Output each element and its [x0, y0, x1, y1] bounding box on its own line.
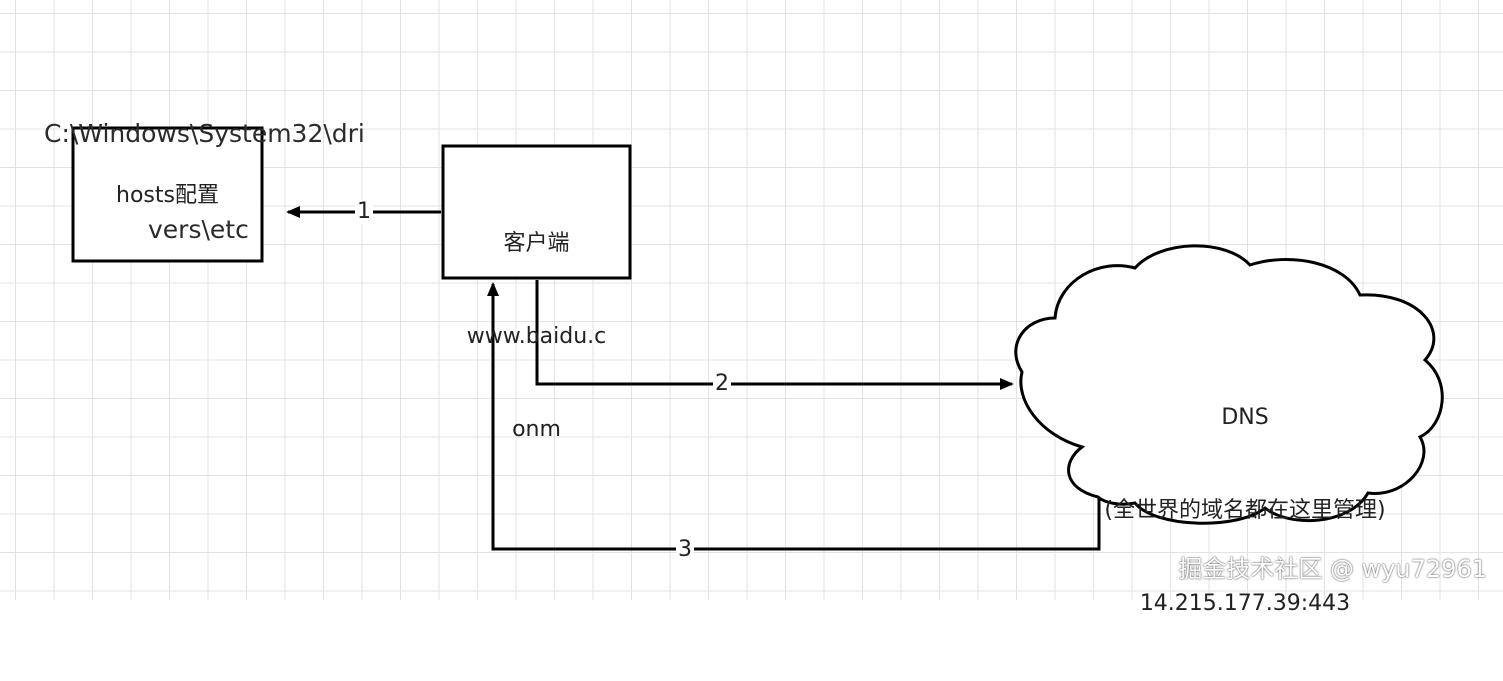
edge-3-line — [487, 282, 1101, 551]
dns-cloud[interactable] — [1014, 244, 1444, 525]
dns-line1: DNS — [1221, 405, 1269, 430]
diagram-canvas: C:\Windows\System32\dri vers\etc hosts配置… — [0, 0, 1503, 616]
edge-1-label: 1 — [355, 199, 373, 224]
hosts-path-line2: vers\etc — [148, 215, 249, 244]
dns-line3: 14.215.177.39:443 — [1139, 591, 1351, 616]
edge-3-label: 3 — [676, 537, 694, 562]
client-line1: 客户端 — [503, 231, 570, 256]
hosts-path-line1: C:\Windows\System32\dri — [44, 119, 365, 148]
edge-2-label: 2 — [713, 371, 731, 396]
client-line3: onm — [512, 417, 561, 442]
hosts-path-label: C:\Windows\System32\dri vers\etc — [44, 54, 365, 310]
client-node-label: 客户端 www.baidu.c onm — [443, 166, 630, 507]
client-box[interactable] — [441, 144, 632, 280]
watermark-text: 掘金技术社区 @ wyu72961 — [1178, 555, 1487, 583]
hosts-node-label: hosts配置 — [116, 183, 219, 208]
diagram-shapes — [71, 126, 1444, 551]
hosts-box[interactable] — [71, 126, 264, 263]
dns-line2: (全世界的域名都在这里管理) — [1104, 498, 1386, 523]
client-line2: www.baidu.c — [466, 324, 607, 349]
dns-node-label: DNS (全世界的域名都在这里管理) 14.215.177.39:443 — [1060, 340, 1430, 681]
edge-2-line — [535, 280, 1014, 390]
